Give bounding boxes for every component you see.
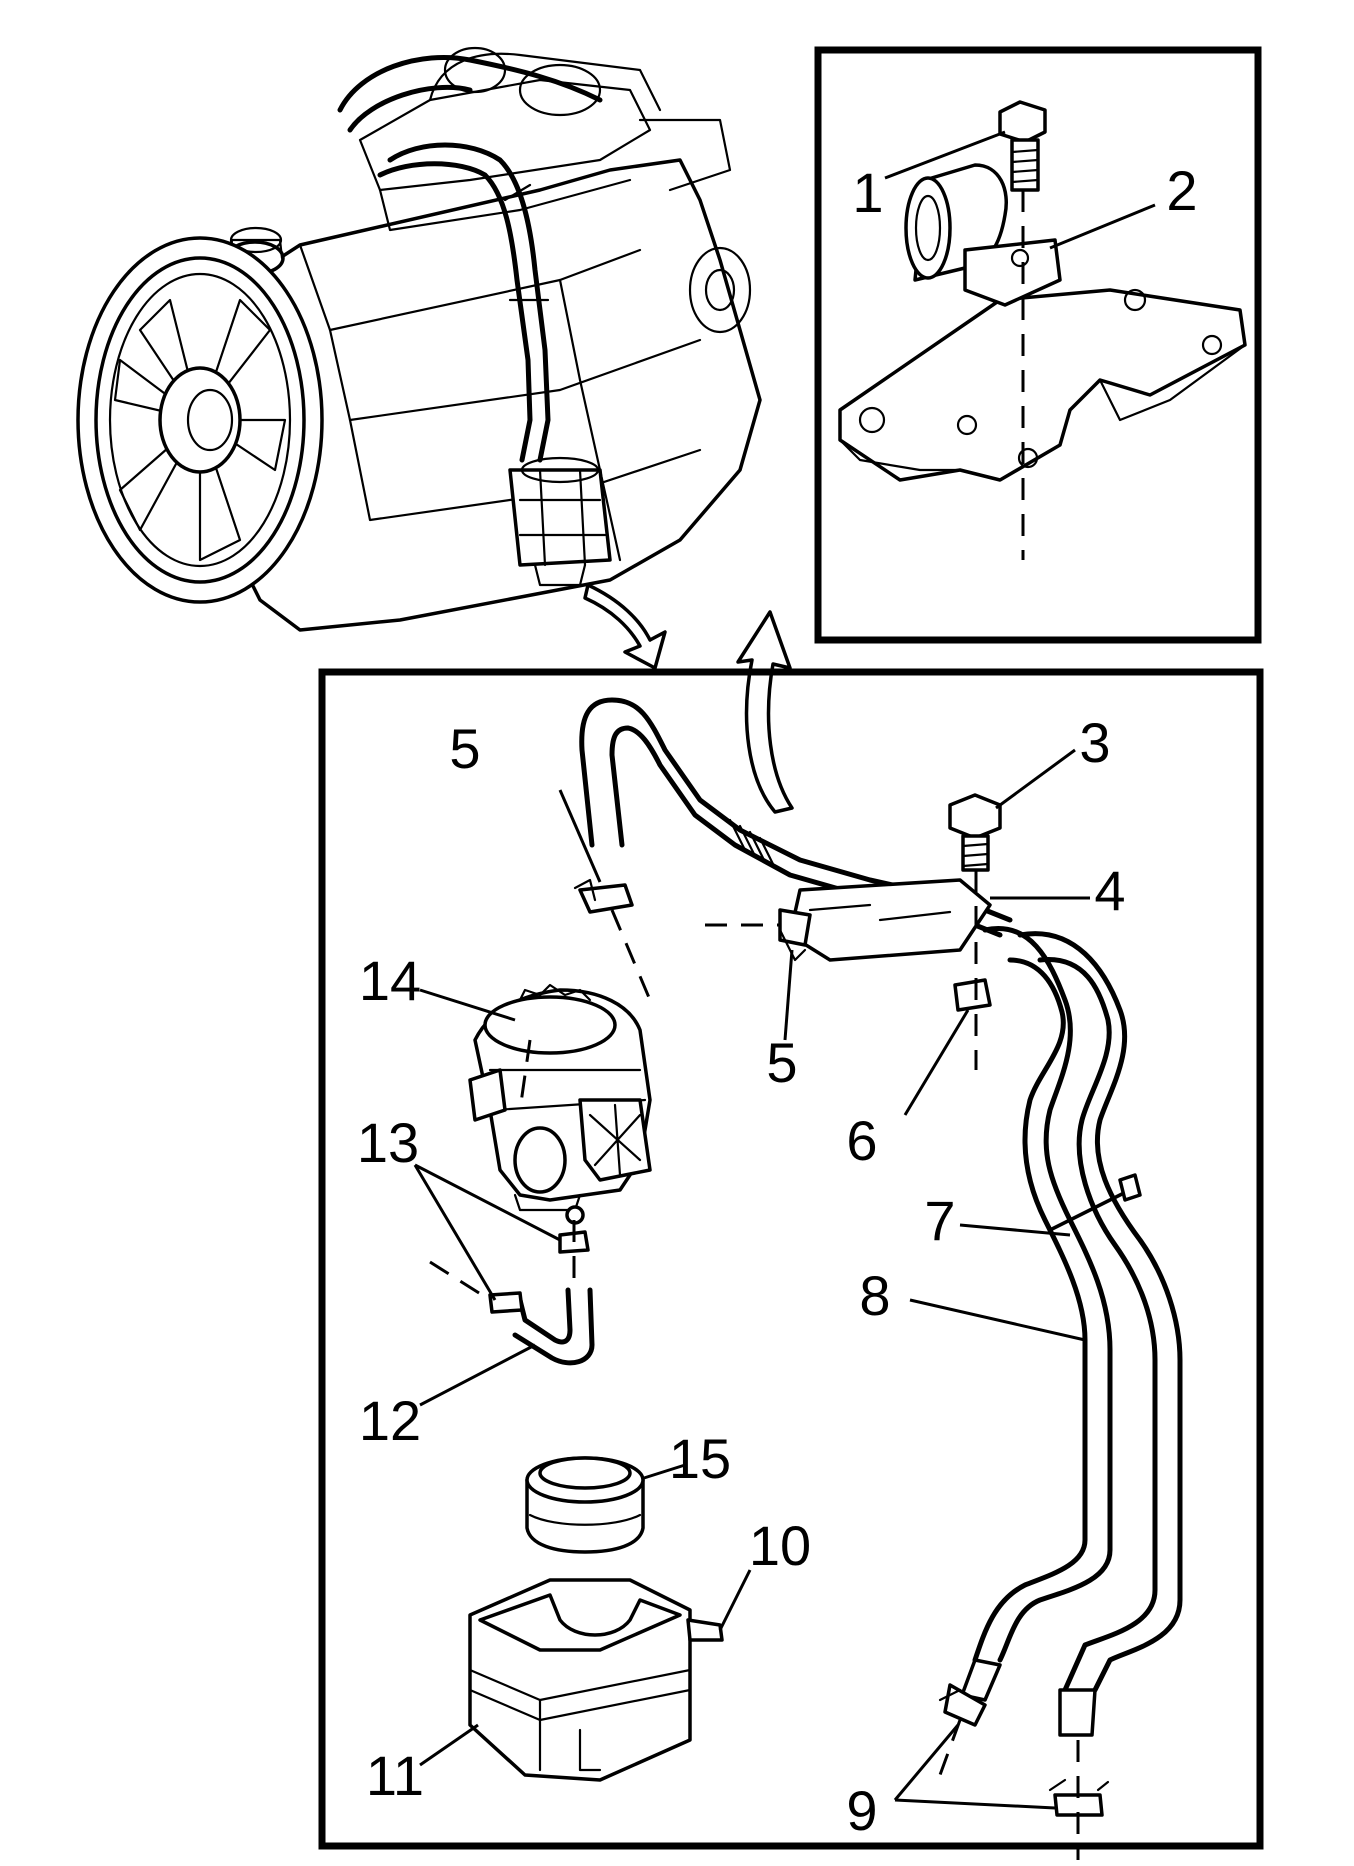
callout-4: 4 [1094, 859, 1125, 922]
callout-1: 1 [852, 161, 883, 224]
pump-outlet-hose [429, 1220, 595, 1366]
callout-10: 10 [749, 1514, 811, 1577]
pump-bracket [468, 1578, 724, 1782]
leader-lines [413, 130, 1156, 1810]
callout-labels: 1 2 3 4 5 5 6 7 8 9 10 11 12 13 14 15 [357, 159, 1198, 1842]
hose-clamps [573, 793, 1110, 1860]
curved-arrow-up-icon [736, 610, 794, 814]
callout-15: 15 [669, 1427, 731, 1490]
callout-7: 7 [924, 1189, 955, 1252]
callout-6: 6 [846, 1109, 877, 1172]
callout-12: 12 [359, 1389, 421, 1452]
callout-13: 13 [357, 1111, 419, 1174]
callout-2: 2 [1166, 159, 1197, 222]
callout-5-middle: 5 [766, 1031, 797, 1094]
main-frame [318, 668, 1264, 1850]
inset-frame [814, 46, 1262, 644]
callout-3: 3 [1079, 711, 1110, 774]
inset-bracket-detail [838, 100, 1247, 560]
insulator [525, 1456, 645, 1554]
callout-11: 11 [366, 1744, 424, 1807]
callout-14: 14 [359, 949, 421, 1012]
engine-overview [76, 46, 762, 632]
callout-9: 9 [846, 1779, 877, 1842]
curved-arrow-down-icon [583, 583, 667, 670]
callout-5-upper: 5 [449, 717, 480, 780]
air-pump [468, 983, 652, 1225]
callout-8: 8 [859, 1264, 890, 1327]
hose-assembly [579, 697, 1183, 1737]
